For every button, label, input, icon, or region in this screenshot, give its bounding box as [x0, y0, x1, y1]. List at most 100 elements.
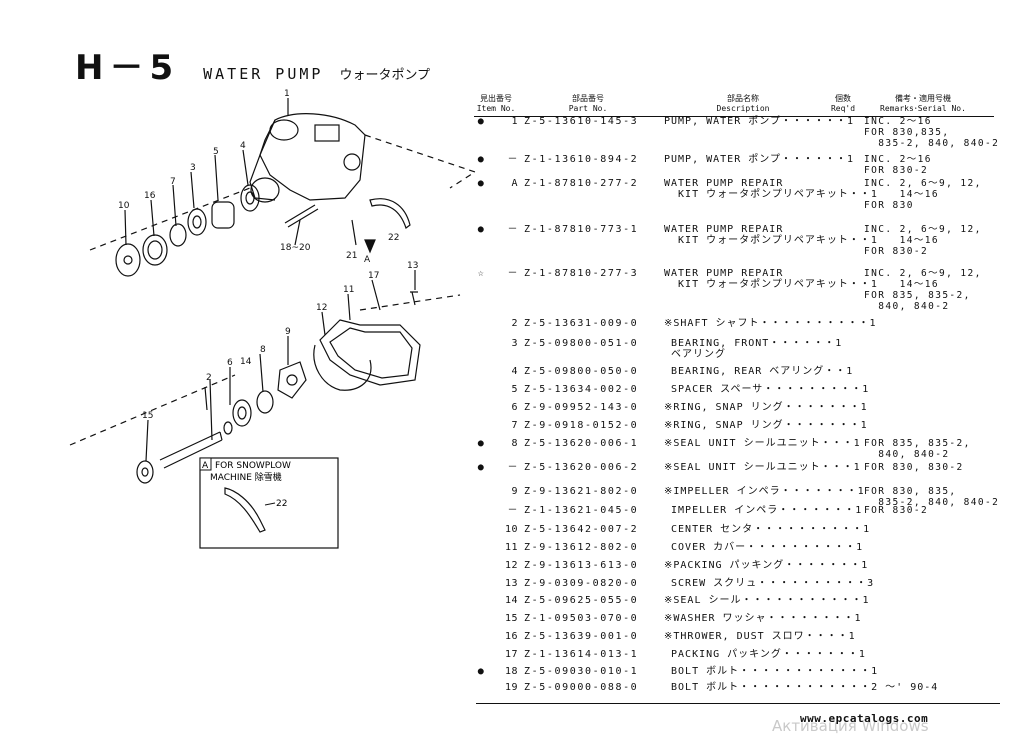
row-part-no: Z-5-13631-009-0 — [524, 318, 639, 329]
row-mark — [474, 420, 488, 431]
table-row: ● 18 Z-5-09030-010-1 BOLT ボルト・・・・・・・・・・・・1 — [474, 666, 994, 677]
row-item-no: 17 — [504, 649, 518, 660]
row-mark — [474, 505, 488, 516]
footer-url: www.epcatalogs.com — [800, 712, 929, 725]
row-description: ※PACKING パッキング・・・・・・・1 — [664, 560, 869, 571]
row-item-no: 1 — [511, 116, 518, 127]
row-remarks — [864, 631, 994, 642]
row-mark: ● — [477, 154, 485, 165]
row-part-no: Z-1-13621-045-0 — [524, 505, 639, 516]
row-description: PACKING パッキング・・・・・・・1 — [664, 649, 866, 660]
row-part-no: Z-5-13634-002-0 — [524, 384, 639, 395]
row-part-no: Z-9-0309-0820-0 — [524, 578, 639, 589]
row-remarks — [864, 649, 994, 660]
row-remarks — [864, 666, 994, 677]
row-remarks: INC. 2, 6～9, 12, 14～16 FOR 835, 835-2, 8… — [864, 268, 982, 312]
row-part-no: Z-5-09800-050-0 — [524, 366, 639, 377]
row-part-no: Z-1-87810-773-1 — [524, 224, 639, 235]
row-part-no: Z-9-13612-802-0 — [524, 542, 639, 553]
row-mark — [474, 560, 488, 571]
row-mark: ● — [477, 224, 485, 235]
page-title: H－5 WATER PUMP ウォータポンプ — [75, 40, 430, 89]
callout-a: A — [364, 255, 371, 265]
row-mark — [474, 631, 488, 642]
row-mark — [474, 524, 488, 535]
inset-callout-22: 22 — [276, 499, 287, 509]
callout-18-20: 18~20 — [280, 243, 311, 253]
callout-17: 17 — [368, 271, 379, 281]
row-description: BEARING, REAR ベアリング・・1 — [664, 366, 854, 377]
row-description: WATER PUMP REPAIR KIT ウォータポンプリペアキット・・1 — [664, 178, 878, 200]
section-title-english: WATER PUMP — [203, 65, 324, 83]
callout-14: 14 — [240, 357, 252, 367]
row-item-no: 19 — [504, 682, 518, 693]
row-remarks — [864, 578, 994, 589]
row-part-no: Z-9-13621-802-0 — [524, 486, 639, 497]
row-description: SCREW スクリュ・・・・・・・・・・3 — [664, 578, 875, 589]
row-part-no: Z-5-09030-010-1 — [524, 666, 639, 677]
row-mark — [474, 384, 488, 395]
table-row: 19 Z-5-09000-088-0 BOLT ボルト・・・・・・・・・・・・2 … — [474, 682, 994, 693]
row-description: PUMP, WATER ポンプ・・・・・・1 — [664, 116, 854, 127]
callout-3: 3 — [190, 163, 196, 173]
row-description: CENTER センタ・・・・・・・・・・1 — [664, 524, 871, 535]
row-remarks — [864, 318, 994, 329]
row-description: BOLT ボルト・・・・・・・・・・・・1 — [664, 666, 879, 677]
callout-8: 8 — [260, 345, 266, 355]
row-mark: ● — [477, 116, 485, 127]
row-description: ※RING, SNAP リング・・・・・・・1 — [664, 420, 868, 431]
callout-2: 2 — [206, 373, 212, 383]
row-mark: ● — [477, 438, 485, 449]
row-item-no: 11 — [504, 542, 518, 553]
row-remarks: FOR 835, 835-2, 840, 840-2 — [864, 438, 971, 460]
row-description: BEARING, FRONT・・・・・・1 ベアリング — [671, 338, 843, 360]
table-row: ● － Z-1-87810-773-1 WATER PUMP REPAIR KIT ウ… — [474, 224, 994, 257]
row-mark — [474, 402, 488, 413]
row-description: IMPELLER インペラ・・・・・・・1 — [664, 505, 863, 516]
row-remarks: INC. 2, 6～9, 12, 14～16 FOR 830-2 — [864, 224, 982, 257]
section-code: H－5 — [75, 48, 180, 88]
row-item-no: 7 — [511, 420, 518, 431]
row-item-no: 3 — [511, 338, 518, 349]
inset-subtitle: MACHINE 除雪機 — [210, 471, 282, 483]
row-remarks — [864, 384, 994, 395]
row-description: BOLT ボルト・・・・・・・・・・・・2 ～' 90-4 — [664, 682, 939, 693]
row-remarks — [864, 560, 994, 571]
row-mark: ● — [477, 666, 485, 677]
row-mark: ☆ — [477, 268, 485, 279]
row-item-no: 5 — [511, 384, 518, 395]
callout-16: 16 — [144, 191, 156, 201]
row-item-no: 9 — [511, 486, 518, 497]
callout-6: 6 — [227, 358, 233, 368]
row-item-no: － — [507, 224, 518, 235]
row-mark — [474, 613, 488, 624]
callout-4: 4 — [240, 141, 246, 151]
row-remarks — [864, 524, 994, 535]
row-description: ※SEAL UNIT シールユニット・・・1 — [664, 462, 861, 473]
row-part-no: Z-9-09952-143-0 — [524, 402, 639, 413]
section-title-japanese: ウォータポンプ — [339, 68, 431, 83]
row-description: PUMP, WATER ポンプ・・・・・・1 — [664, 154, 854, 165]
row-part-no: Z-1-13610-894-2 — [524, 154, 639, 165]
row-mark — [474, 682, 488, 693]
row-part-no: Z-5-09000-088-0 — [524, 682, 639, 693]
callout-15: 15 — [142, 411, 153, 421]
row-item-no: 18 — [504, 666, 518, 677]
callout-13: 13 — [407, 261, 418, 271]
row-part-no: Z-5-13620-006-1 — [524, 438, 639, 449]
row-description: WATER PUMP REPAIR KIT ウォータポンプリペアキット・・1 — [664, 224, 878, 246]
